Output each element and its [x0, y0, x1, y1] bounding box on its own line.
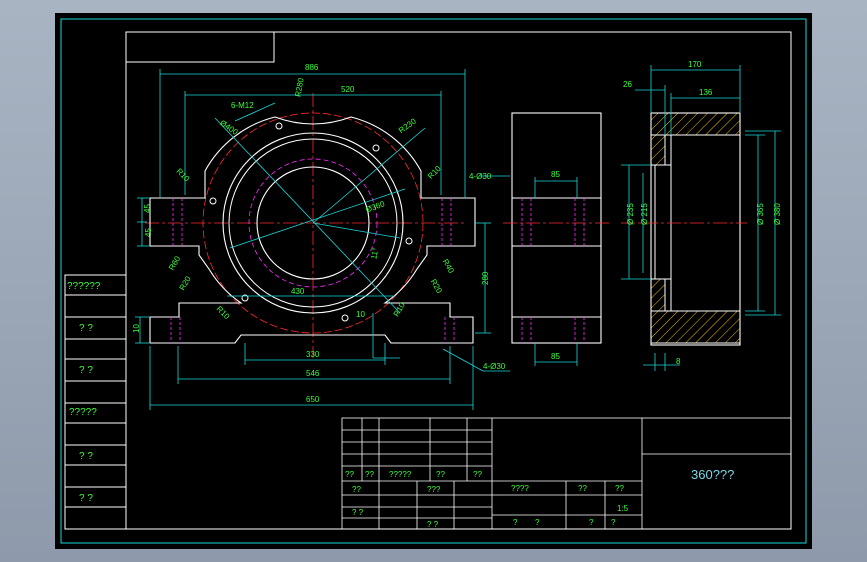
left-strip-label: ?????? [67, 281, 101, 292]
dim-overall-top: 886 [305, 63, 319, 72]
title-block [341, 417, 792, 530]
dim-section-380: Ø 380 [773, 203, 782, 225]
outer-frame [60, 18, 807, 544]
dim-section-offset: 26 [623, 80, 632, 89]
tb-cell: ? [589, 518, 594, 527]
tb-cell: ? ? [352, 508, 364, 517]
dim-section-inner: 136 [699, 88, 713, 97]
dim-left-height-a: 45 [143, 204, 152, 213]
section-view [621, 65, 781, 371]
dim-left-low-b: R20 [178, 274, 193, 292]
dim-side-top: 85 [551, 170, 560, 179]
tb-cell: ? [535, 518, 540, 527]
dim-radius-right: R230 [397, 116, 418, 135]
dim-left-height-b: 45 [144, 228, 153, 237]
left-strip-label: ? ? [79, 493, 93, 504]
dim-base-bottom: 330 [306, 350, 320, 359]
tb-mid-header: ???? [511, 484, 529, 493]
left-strip-label: ? ? [79, 365, 93, 376]
dim-inner-width: 430 [291, 287, 305, 296]
dim-right-low-b: R20 [429, 278, 444, 296]
drawing-title: 360??? [691, 467, 734, 482]
side-view [503, 112, 610, 366]
tb-mid-header: ?? [615, 484, 624, 493]
dim-left-corner: R10 [175, 167, 192, 184]
dim-base-height: 280 [481, 271, 490, 285]
tb-cell: ? [513, 518, 518, 527]
dim-width-full: 650 [306, 395, 320, 404]
dim-right-corner: R10 [426, 164, 443, 181]
tb-cell: ? ? [427, 520, 439, 529]
dim-side-bottom: 85 [551, 352, 560, 361]
left-strip-label: ? ? [79, 451, 93, 462]
dim-foot-thick: 10 [132, 324, 141, 333]
dim-section-215: Ø 215 [640, 203, 649, 225]
tb-cell: ?? [352, 485, 361, 494]
dim-section-365: Ø 365 [756, 203, 765, 225]
cad-drawing: ?????? ? ? ? ? ????? ? ? ? ? [60, 18, 807, 544]
dim-holes-top: 4-Ø30 [469, 172, 492, 181]
front-view [135, 69, 510, 410]
left-strip-label: ? ? [79, 323, 93, 334]
tb-cell: ????? [389, 470, 412, 479]
dim-bolt-pattern: 6-M12 [231, 101, 254, 110]
dim-base-thick: 10 [356, 310, 365, 319]
tb-cell: ?? [345, 470, 354, 479]
left-strip-label: ????? [69, 407, 97, 418]
top-left-box [125, 31, 275, 63]
left-strip [64, 274, 127, 530]
drawing-border [125, 31, 792, 530]
dim-section-235: Ø 235 [626, 203, 635, 225]
tb-scale: 1:5 [617, 504, 629, 513]
tb-cell: ??? [427, 485, 441, 494]
dim-left-low-a: R60 [167, 254, 182, 272]
dim-section-width: 170 [688, 60, 702, 69]
dim-radius-top: R280 [293, 77, 305, 98]
tb-mid-header: ?? [578, 484, 587, 493]
dim-bottom-r-left: R10 [215, 304, 232, 321]
dim-top-span: 520 [341, 85, 355, 94]
dim-angle: 11° [369, 247, 380, 260]
tb-cell: ?? [365, 470, 374, 479]
dim-right-low-a: R40 [441, 258, 456, 276]
dim-width-mid: 546 [306, 369, 320, 378]
dim-section-flange: 8 [676, 357, 681, 366]
cad-drawing-sheet[interactable]: ?????? ? ? ? ? ????? ? ? ? ? [55, 13, 812, 549]
tb-cell: ? [611, 518, 616, 527]
tb-cell: ?? [436, 470, 445, 479]
tb-cell: ?? [473, 470, 482, 479]
dim-holes-bottom: 4-Ø30 [483, 362, 506, 371]
